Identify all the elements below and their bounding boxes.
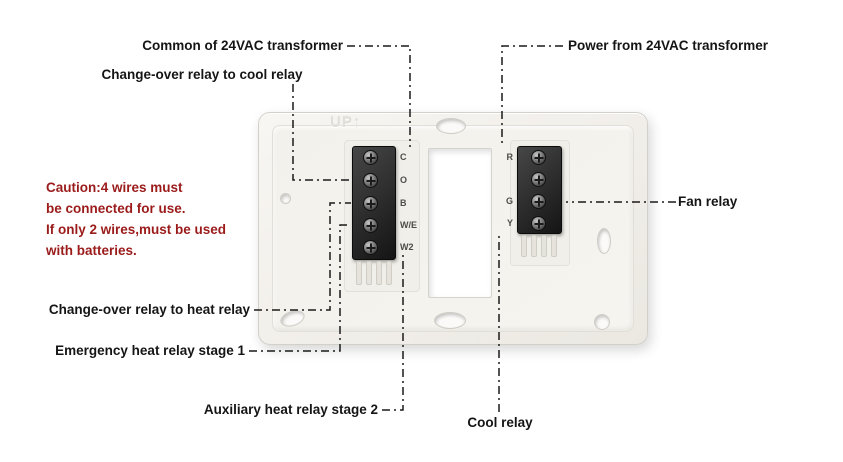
- callout-emergency-heat: Emergency heat relay stage 1: [55, 343, 245, 358]
- terminal-label-we: W/E: [400, 220, 417, 230]
- terminal-label-b: B: [400, 198, 407, 208]
- screw-hole-top: [436, 118, 466, 134]
- connector-tab: [376, 261, 382, 285]
- connector-tab: [386, 261, 392, 285]
- screw-hole-bottom: [434, 312, 466, 329]
- screw-icon: [363, 240, 378, 255]
- screw-icon: [531, 216, 546, 231]
- screw-hole-left-mid: [280, 193, 291, 204]
- terminal-label-o: O: [400, 175, 408, 185]
- screw-icon: [363, 173, 378, 188]
- connector-tab: [541, 235, 547, 257]
- terminal-label-g: G: [505, 196, 513, 206]
- terminal-label-y: Y: [506, 218, 513, 228]
- terminal-label-w2: W2: [400, 242, 414, 252]
- connector-tab: [521, 235, 527, 257]
- screw-icon: [531, 150, 546, 165]
- callout-changeover-cool: Change-over relay to cool relay: [101, 67, 303, 82]
- callout-auxiliary-heat: Auxiliary heat relay stage 2: [203, 402, 378, 417]
- caution-line: If only 2 wires,must be used: [46, 222, 227, 237]
- wallplate-center-opening: [428, 148, 492, 298]
- terminal-label-c: C: [400, 152, 407, 162]
- screw-hole-right: [597, 228, 611, 254]
- screw-icon: [363, 150, 378, 165]
- callout-cool-relay: Cool relay: [467, 415, 533, 430]
- screw-icon: [531, 194, 546, 209]
- screw-icon: [531, 172, 546, 187]
- caution-line: Caution:4 wires must: [46, 180, 183, 195]
- screw-hole-right-lower: [594, 314, 610, 330]
- callout-fan-relay: Fan relay: [678, 194, 738, 209]
- callout-changeover-heat: Change-over relay to heat relay: [48, 302, 250, 317]
- connector-tab: [531, 235, 537, 257]
- terminal-label-r: R: [506, 152, 514, 162]
- screw-icon: [363, 218, 378, 233]
- connector-tab: [551, 235, 557, 257]
- up-embossed-text: UP↑: [330, 114, 362, 131]
- caution-line: with batteries.: [46, 243, 137, 258]
- callout-power-24vac: Power from 24VAC transformer: [568, 38, 769, 53]
- connector-tab: [356, 261, 362, 285]
- caution-line: be connected for use.: [46, 201, 186, 216]
- callout-common-24vac: Common of 24VAC transformer: [142, 38, 343, 53]
- screw-icon: [363, 196, 378, 211]
- caution-note: Caution:4 wires must be connected for us…: [46, 177, 226, 261]
- connector-tab: [366, 261, 372, 285]
